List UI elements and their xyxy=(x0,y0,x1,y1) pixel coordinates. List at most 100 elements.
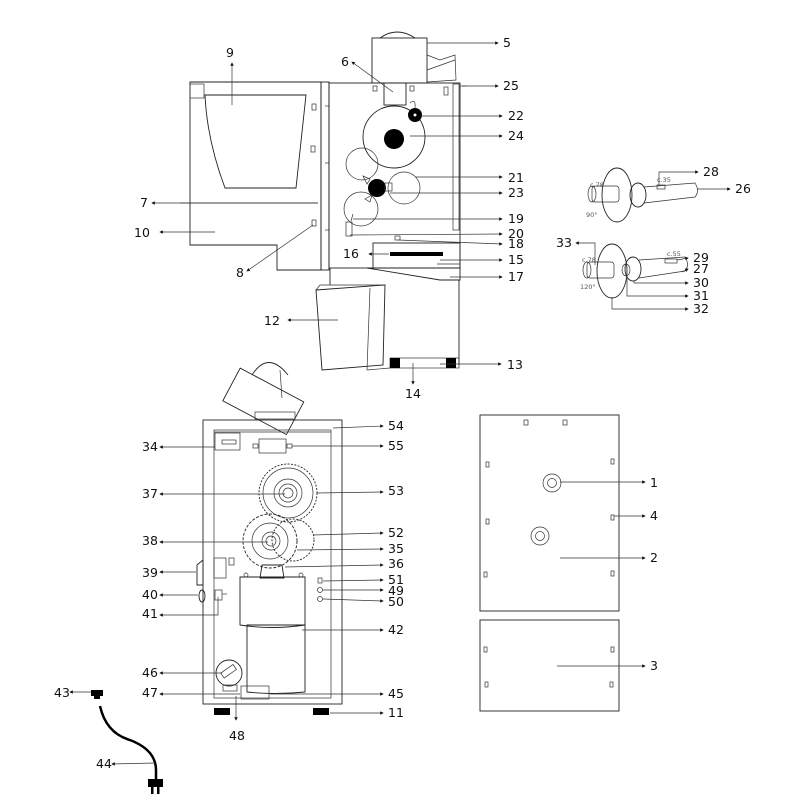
lower-back-panel xyxy=(479,619,620,712)
callout-8: 8 xyxy=(236,265,244,280)
leader-line-50 xyxy=(322,598,384,603)
main-body xyxy=(328,31,466,365)
callout-37: 37 xyxy=(142,486,158,501)
callout-19: 19 xyxy=(508,211,524,226)
callout-7: 7 xyxy=(140,195,148,210)
callout-32: 32 xyxy=(693,301,709,316)
capacitor-bracket xyxy=(222,684,238,692)
leader-line-51 xyxy=(322,578,384,582)
cup-holder-hub xyxy=(368,179,386,197)
callout-25: 25 xyxy=(503,78,519,93)
bevel-gear xyxy=(242,513,298,569)
power-socket xyxy=(91,690,103,696)
pinion-gear xyxy=(259,564,285,579)
upper-shaft-side-key-label: c.35 xyxy=(657,176,671,184)
shaft-upper: c.78 c.35 90° xyxy=(586,167,698,223)
callout-55: 55 xyxy=(388,438,404,453)
indicator-lamp xyxy=(198,589,206,603)
drip-plate xyxy=(366,267,461,281)
callout-46: 46 xyxy=(142,665,158,680)
leader-line-6 xyxy=(351,61,394,93)
micro-switch-bracket xyxy=(258,438,287,454)
callout-24: 24 xyxy=(508,128,524,143)
front-cover xyxy=(180,81,322,271)
leader-line-31 xyxy=(626,276,689,298)
leader-line-35 xyxy=(296,547,384,551)
leader-line-30 xyxy=(633,281,689,285)
back-panel xyxy=(479,414,620,612)
bin-tray xyxy=(366,357,460,371)
callout-15: 15 xyxy=(508,252,524,267)
leader-line-27 xyxy=(681,268,689,273)
leader-line-20 xyxy=(349,232,503,236)
top-assembly xyxy=(180,31,466,371)
callout-27: 27 xyxy=(693,261,709,276)
callout-54: 54 xyxy=(388,418,404,433)
knife-bracket xyxy=(345,221,353,237)
callout-1: 1 xyxy=(650,475,658,490)
rubber-foot-left xyxy=(214,708,230,715)
shaft-lower: c.78 c.55 120° xyxy=(580,243,688,299)
callout-labels: 1234567891011121314151617181920212223242… xyxy=(54,35,751,771)
feeding-wheel-hub xyxy=(384,129,404,149)
hopper-dome xyxy=(379,31,416,39)
hinge-strip xyxy=(320,81,330,271)
callout-31: 31 xyxy=(693,288,709,303)
callout-36: 36 xyxy=(388,556,404,571)
rubber-foot-right xyxy=(313,708,329,715)
leader-line-18 xyxy=(397,239,503,246)
leader-line-44 xyxy=(111,762,156,766)
upper-shaft-angle-label: 90° xyxy=(586,211,598,219)
callout-44: 44 xyxy=(96,756,112,771)
top-feeder-hopper xyxy=(371,37,428,84)
feeder-chute xyxy=(383,82,407,106)
callout-29: 29 xyxy=(693,250,709,265)
leader-line-41 xyxy=(159,597,219,617)
callout-39: 39 xyxy=(142,565,158,580)
callout-4: 4 xyxy=(650,508,658,523)
panel-bushing xyxy=(542,473,562,493)
leader-line-54 xyxy=(332,424,384,429)
callout-13: 13 xyxy=(507,357,523,372)
squeezing-cup xyxy=(387,171,421,205)
callout-50: 50 xyxy=(388,594,404,609)
callout-23: 23 xyxy=(508,185,524,200)
leader-line-8 xyxy=(246,224,314,272)
callout-17: 17 xyxy=(508,269,524,284)
callout-41: 41 xyxy=(142,606,158,621)
callout-34: 34 xyxy=(142,439,158,454)
leader-line-33 xyxy=(575,241,596,265)
callout-33: 33 xyxy=(556,235,572,250)
upper-shaft-key-label: c.78 xyxy=(590,181,604,189)
callout-40: 40 xyxy=(142,587,158,602)
callout-26: 26 xyxy=(735,181,751,196)
callout-6: 6 xyxy=(341,54,349,69)
filter-strainer xyxy=(390,252,443,256)
plug xyxy=(148,779,163,787)
callout-3: 3 xyxy=(650,658,658,673)
leader-line-29 xyxy=(676,256,689,261)
callout-20: 20 xyxy=(508,226,524,241)
callout-11: 11 xyxy=(388,705,404,720)
callout-22: 22 xyxy=(508,108,524,123)
leader-line-32 xyxy=(611,297,689,311)
lower-shaft-angle-label: 120° xyxy=(580,283,596,291)
callout-35: 35 xyxy=(388,541,404,556)
callout-18: 18 xyxy=(508,236,524,251)
power-cord xyxy=(91,690,163,794)
leader-line-53 xyxy=(316,490,384,494)
callout-21: 21 xyxy=(508,170,524,185)
callout-30: 30 xyxy=(693,275,709,290)
callout-42: 42 xyxy=(388,622,404,637)
callout-49: 49 xyxy=(388,583,404,598)
callout-5: 5 xyxy=(503,35,511,50)
callout-47: 47 xyxy=(142,685,158,700)
callout-52: 52 xyxy=(388,525,404,540)
callout-45: 45 xyxy=(388,686,404,701)
motor-base-plate xyxy=(240,685,270,700)
callout-28: 28 xyxy=(703,164,719,179)
callout-2: 2 xyxy=(650,550,658,565)
upper-gear xyxy=(258,463,318,523)
lower-shaft-side-key-label: c.55 xyxy=(667,250,681,258)
